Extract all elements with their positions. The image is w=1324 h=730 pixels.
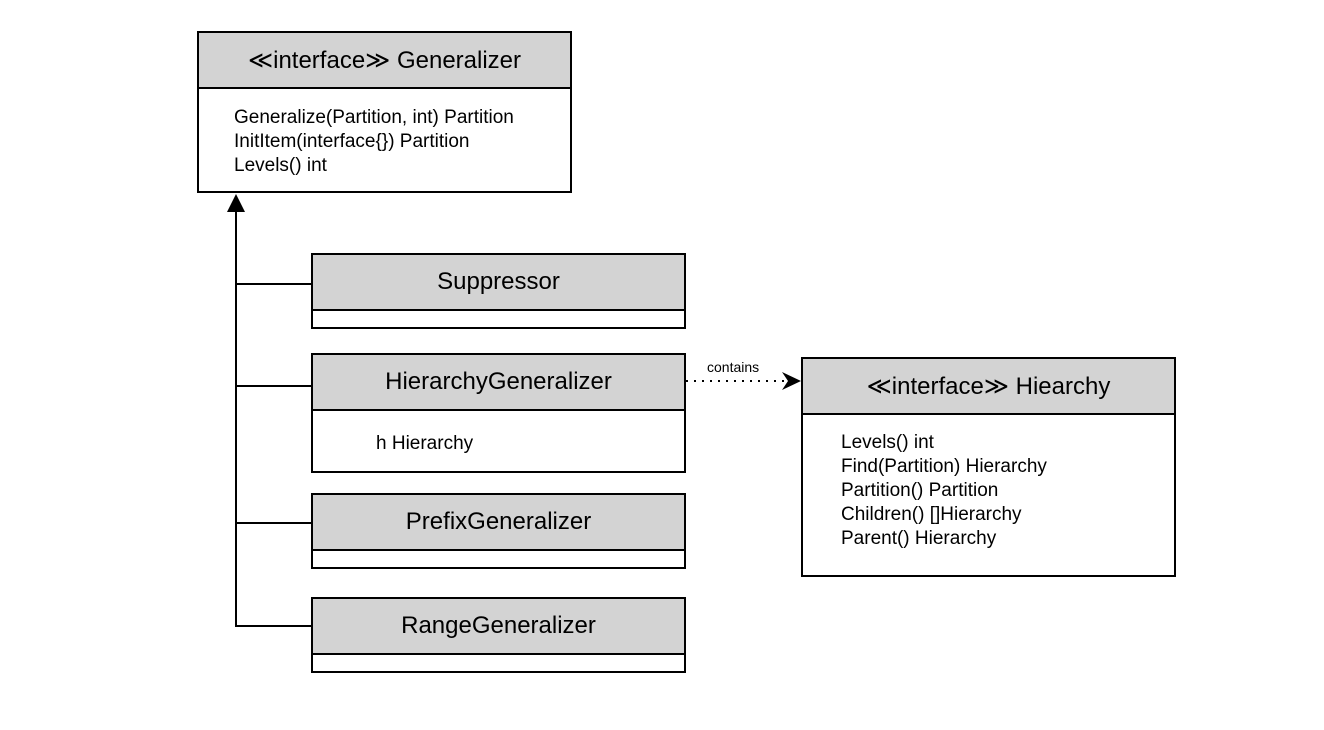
contains-arrowhead <box>782 372 801 390</box>
hierarchy-generalizer-class-box: HierarchyGeneralizer h Hierarchy <box>311 353 686 473</box>
generalizer-member: InitItem(interface{}) Partition <box>234 131 470 152</box>
range-generalizer-title: RangeGeneralizer <box>313 599 684 655</box>
suppressor-class-box: Suppressor <box>311 253 686 329</box>
prefix-generalizer-title: PrefixGeneralizer <box>313 495 684 551</box>
inheritance-arrowhead <box>227 194 245 212</box>
suppressor-title: Suppressor <box>313 255 684 311</box>
hierarchy-member: Find(Partition) Hierarchy <box>841 456 1047 477</box>
hierarchy-generalizer-title: HierarchyGeneralizer <box>313 355 684 411</box>
hierarchy-member: Partition() Partition <box>841 480 999 501</box>
hierarchy-interface-box: ≪interface≫ Hiearchy Levels() int Find(P… <box>801 357 1176 577</box>
prefix-generalizer-class-box: PrefixGeneralizer <box>311 493 686 569</box>
generalizer-interface-box: ≪interface≫ Generalizer Generalize(Parti… <box>197 31 572 193</box>
generalizer-title: ≪interface≫ Generalizer <box>199 33 570 89</box>
generalizer-member: Levels() int <box>234 155 327 176</box>
range-generalizer-class-box: RangeGeneralizer <box>311 597 686 673</box>
hierarchy-member: Levels() int <box>841 432 934 453</box>
hierarchy-member: Children() []Hierarchy <box>841 504 1022 525</box>
hierarchy-title: ≪interface≫ Hiearchy <box>803 359 1174 415</box>
hierarchy-generalizer-member: h Hierarchy <box>376 433 474 454</box>
contains-label: contains <box>707 359 760 375</box>
generalizer-member: Generalize(Partition, int) Partition <box>234 107 514 128</box>
hierarchy-member: Parent() Hierarchy <box>841 528 997 549</box>
